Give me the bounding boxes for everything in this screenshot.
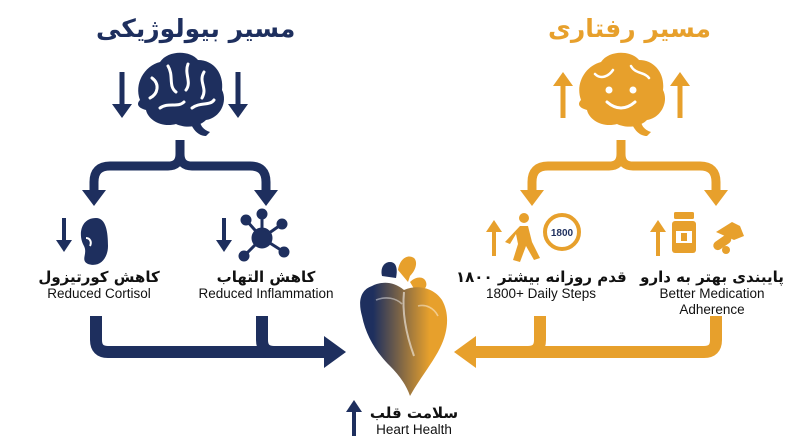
steps-label-fa: ۱۸۰۰ قدم روزانه بیشتر (456, 268, 627, 286)
behavior-branch-connector (520, 140, 728, 206)
inflammation-down-arrow (216, 218, 232, 252)
inflammation-node: کاهش التهاب Reduced Inflammation (186, 268, 346, 302)
medication-label-en-line2: Adherence (679, 302, 745, 317)
medication-label-fa: پایبندی بهتر به دارو (640, 268, 784, 286)
molecule-network-icon (238, 208, 290, 262)
heart-label-fa: سلامت قلب (369, 404, 459, 422)
steps-node: ۱۸۰۰ قدم روزانه بیشتر 1800+ Daily Steps (456, 268, 627, 302)
medication-label-en-line1: Better Medication (659, 286, 765, 301)
heart-label-en: Heart Health (376, 422, 452, 437)
steps-up-arrow (486, 220, 502, 256)
cortisol-label-en: Reduced Cortisol (47, 286, 151, 301)
kidney-icon (80, 218, 108, 265)
medication-node: پایبندی بهتر به دارو Better Medication A… (632, 268, 792, 318)
walking-person-icon (505, 213, 540, 262)
steps-label-en: 1800+ Daily Steps (486, 286, 596, 301)
step-counter-badge-icon: 1800 (543, 213, 581, 251)
heart-up-arrow (346, 400, 362, 436)
anatomical-heart-icon (360, 256, 448, 396)
inflammation-label-fa: کاهش التهاب (216, 268, 316, 286)
bio-flow-to-heart (90, 316, 346, 368)
bio-branch-connector (82, 140, 278, 206)
behavior-flow-to-heart (454, 316, 722, 368)
cortisol-down-arrow (56, 218, 72, 252)
pill-bottle-icon (672, 212, 744, 254)
behavioral-pathway-title: مسیر رفتاری (548, 14, 712, 43)
cortisol-node: کاهش کورتیزول Reduced Cortisol (24, 268, 174, 302)
heart-node: سلامت قلب Heart Health (364, 404, 464, 438)
cortisol-label-fa: کاهش کورتیزول (38, 268, 160, 286)
medication-up-arrow (650, 220, 666, 256)
biological-pathway-title: مسیر بیولوژیکی (96, 14, 296, 43)
bio-arrows-top (112, 72, 248, 118)
smiling-brain-icon (579, 52, 666, 136)
brain-icon (138, 52, 225, 136)
step-counter-text: 1800 (551, 228, 574, 239)
inflammation-label-en: Reduced Inflammation (198, 286, 334, 301)
behavior-arrows-top (553, 72, 690, 118)
